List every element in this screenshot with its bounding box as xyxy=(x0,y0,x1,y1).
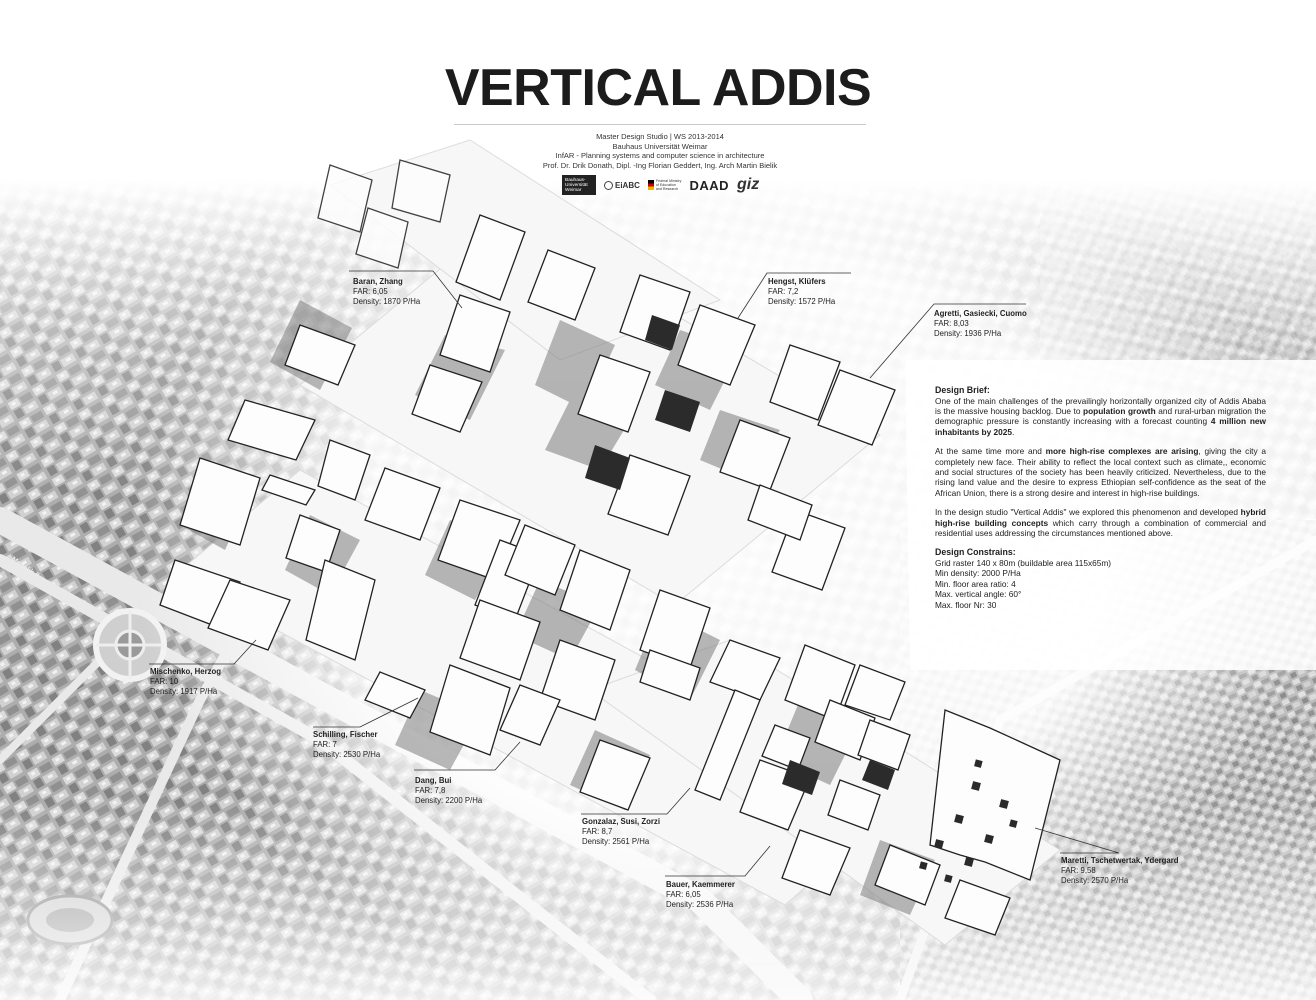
project-label-maretti-tschetwertak-ydergard: Maretti, Tschetwertak, Ydergard FAR: 9,5… xyxy=(1061,856,1179,885)
brief-paragraph-3: In the design studio "Vertical Addis" we… xyxy=(935,507,1266,539)
credit-line-chair: InfAR - Planning systems and computer sc… xyxy=(555,151,765,161)
design-brief-heading: Design Brief: xyxy=(935,385,990,395)
bauhaus-logo: Bauhaus- Universität Weimar xyxy=(562,175,596,195)
sponsor-logos: Bauhaus- Universität Weimar EiABC Federa… xyxy=(562,174,759,196)
project-label-bauer-kaemmerer: Bauer, Kaemmerer FAR: 6,05 Density: 2536… xyxy=(666,880,735,909)
project-label-mischenko-herzog: Mischenko, Herzog FAR: 10 Density: 1917 … xyxy=(150,667,222,696)
brief-paragraph-1: One of the main challenges of the prevai… xyxy=(935,395,1266,437)
constraint-item: Max. vertical angle: 60° xyxy=(935,589,1022,600)
credit-line-studio: Master Design Studio | WS 2013-2014 xyxy=(596,132,724,141)
project-label-schilling-fischer: Schilling, Fischer FAR: 7 Density: 2530 … xyxy=(313,730,381,759)
giz-logo: giz xyxy=(737,176,760,193)
eiabc-logo: EiABC xyxy=(604,180,640,190)
poster-title: VERTICAL ADDIS xyxy=(444,59,872,117)
design-constraints-list: Grid raster 140 x 80m (buildable area 11… xyxy=(935,558,1266,610)
credit-line-university: Bauhaus Universität Weimar xyxy=(612,141,708,151)
credits: Master Design Studio | WS 2013-2014 Bauh… xyxy=(500,132,820,170)
title-divider xyxy=(454,124,866,125)
brief-paragraph-2: At the same time more and more high-rise… xyxy=(935,446,1266,498)
eiabc-emblem-icon xyxy=(604,180,613,190)
project-label-agretti-gasiecki-cuomo: Agretti, Gasiecki, Cuomo FAR: 8,03 Densi… xyxy=(934,309,1027,338)
constraint-item: Min. floor area ratio: 4 xyxy=(935,578,1016,589)
design-constraints-heading: Design Constrains: xyxy=(935,547,1016,558)
constraint-item: Min density: 2000 P/Ha xyxy=(935,568,1021,579)
design-brief: Design Brief: One of the main challenges… xyxy=(935,385,1266,610)
constraint-item: Grid raster 140 x 80m (buildable area 11… xyxy=(935,558,1112,569)
project-label-hengst-kluefers: Hengst, Klüfers FAR: 7,2 Density: 1572 P… xyxy=(768,277,836,306)
federal-eagle-icon xyxy=(647,179,654,190)
bmbf-logo: Federal Ministry of Education and Resear… xyxy=(647,179,681,192)
daad-logo: DAAD xyxy=(689,177,730,193)
project-label-dang-bui: Dang, Bui FAR: 7,8 Density: 2200 P/Ha xyxy=(415,776,483,805)
project-label-baran-zhang: Baran, Zhang FAR: 6,05 Density: 1870 P/H… xyxy=(353,277,421,306)
project-label-gonzalaz-susi-zorzi: Gonzalaz, Susi, Zorzi FAR: 8,7 Density: … xyxy=(582,817,660,846)
credit-line-professors: Prof. Dr. Drik Donath, Dipl. -Ing Floria… xyxy=(542,160,778,170)
constraint-item: Max. floor Nr: 30 xyxy=(935,599,997,610)
